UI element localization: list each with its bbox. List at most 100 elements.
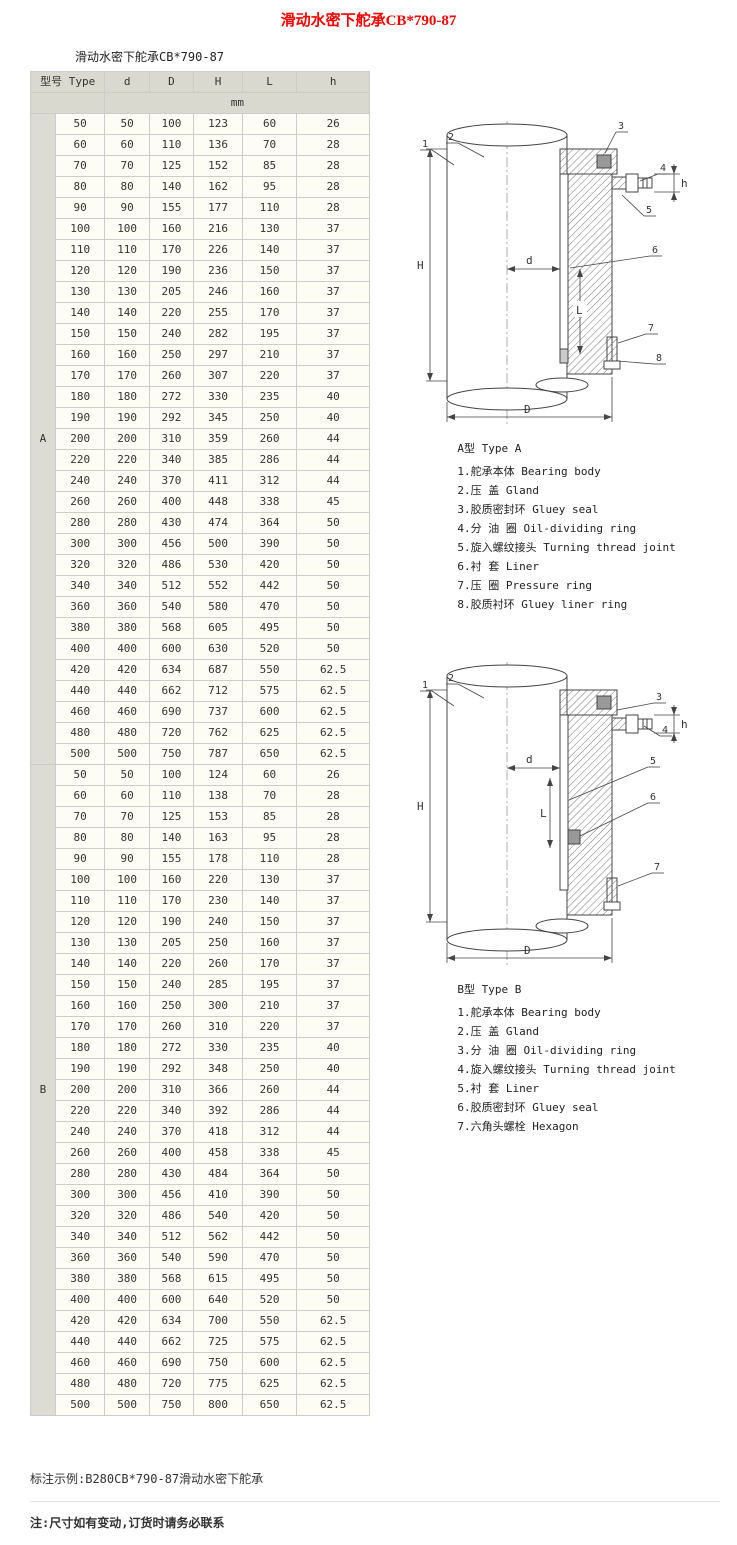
spec-cell: 200 bbox=[54, 428, 106, 450]
spec-cell: 100 bbox=[54, 869, 106, 891]
spec-cell: 37 bbox=[295, 995, 371, 1017]
spec-cell: 125 bbox=[148, 155, 195, 177]
legend-item: 3.分 油 圈 Oil-dividing ring bbox=[457, 1044, 637, 1057]
spec-cell: 50 bbox=[54, 113, 106, 135]
spec-cell: 155 bbox=[148, 848, 195, 870]
spec-cell: 787 bbox=[193, 743, 244, 765]
spec-cell: 310 bbox=[193, 1016, 244, 1038]
spec-cell: 216 bbox=[193, 218, 244, 240]
spec-cell: 418 bbox=[193, 1121, 244, 1143]
spec-cell: 420 bbox=[242, 554, 297, 576]
spec-cell: 484 bbox=[193, 1163, 244, 1185]
spec-cell: 340 bbox=[104, 1226, 150, 1248]
spec-cell: 400 bbox=[148, 1142, 195, 1164]
spec-cell: 235 bbox=[242, 1037, 297, 1059]
spec-cell: 260 bbox=[54, 1142, 106, 1164]
spec-cell: 340 bbox=[148, 449, 195, 471]
spec-cell: 50 bbox=[295, 533, 371, 555]
spec-cell: 366 bbox=[193, 1079, 244, 1101]
spec-cell: 690 bbox=[148, 1352, 195, 1374]
spec-cell: 530 bbox=[193, 554, 244, 576]
spec-cell: 737 bbox=[193, 701, 244, 723]
spec-cell: 600 bbox=[242, 1352, 297, 1374]
spec-cell: 178 bbox=[193, 848, 244, 870]
spec-cell: 70 bbox=[242, 134, 297, 156]
spec-cell: 520 bbox=[242, 1289, 297, 1311]
legend-a-caption: A型 Type A bbox=[457, 442, 522, 455]
spec-cell: 180 bbox=[104, 1037, 150, 1059]
spec-cell: 50 bbox=[295, 1247, 371, 1269]
unit-row: mm bbox=[29, 92, 371, 114]
spec-cell: 110 bbox=[54, 890, 106, 912]
dim-h-label: h bbox=[681, 177, 688, 190]
spec-cell: 62.5 bbox=[295, 1331, 371, 1353]
spec-cell: 40 bbox=[295, 407, 371, 429]
note-contact: 注:尺寸如有变动,订货时请务必联系 bbox=[30, 1501, 720, 1541]
spec-cell: 140 bbox=[242, 239, 297, 261]
spec-cell: 62.5 bbox=[295, 1310, 371, 1332]
spec-cell: 260 bbox=[242, 428, 297, 450]
spec-cell: 320 bbox=[54, 554, 106, 576]
spec-cell: 120 bbox=[54, 260, 106, 282]
spec-cell: 150 bbox=[54, 323, 106, 345]
dim-d-label: d bbox=[526, 753, 533, 766]
spec-cell: 360 bbox=[54, 1247, 106, 1269]
spec-cell: 140 bbox=[148, 827, 195, 849]
spec-cell: 552 bbox=[193, 575, 244, 597]
spec-cell: 26 bbox=[295, 113, 371, 135]
spec-cell: 240 bbox=[104, 470, 150, 492]
spec-cell: 150 bbox=[104, 323, 150, 345]
spec-cell: 246 bbox=[193, 281, 244, 303]
spec-cell: 280 bbox=[104, 512, 150, 534]
spec-cell: 280 bbox=[54, 1163, 106, 1185]
spec-cell: 359 bbox=[193, 428, 244, 450]
spec-cell: 460 bbox=[54, 701, 106, 723]
spec-cell: 90 bbox=[54, 197, 106, 219]
spec-cell: 520 bbox=[242, 638, 297, 660]
spec-cell: 190 bbox=[104, 1058, 150, 1080]
spec-cell: 160 bbox=[104, 995, 150, 1017]
legend-item: 7.六角头螺栓 Hexagon bbox=[457, 1120, 579, 1133]
legend-b-caption: B型 Type B bbox=[457, 983, 522, 996]
spec-cell: 568 bbox=[148, 617, 195, 639]
spec-cell: 37 bbox=[295, 260, 371, 282]
spec-cell: 138 bbox=[193, 785, 244, 807]
spec-cell: 634 bbox=[148, 1310, 195, 1332]
spec-cell: 60 bbox=[242, 764, 297, 786]
spec-cell: 62.5 bbox=[295, 680, 371, 702]
spec-cell: 480 bbox=[104, 722, 150, 744]
spec-cell: 110 bbox=[54, 239, 106, 261]
spec-cell: 190 bbox=[104, 407, 150, 429]
spec-cell: 26 bbox=[295, 764, 371, 786]
spec-cell: 140 bbox=[104, 302, 150, 324]
spec-cell: 550 bbox=[242, 1310, 297, 1332]
spec-cell: 45 bbox=[295, 491, 371, 513]
spec-cell: 285 bbox=[193, 974, 244, 996]
callouts-a: 1 2 3 4 5 6 7 8 bbox=[420, 121, 671, 365]
spec-cell: 390 bbox=[242, 1184, 297, 1206]
spec-cell: 370 bbox=[148, 1121, 195, 1143]
spec-cell: 280 bbox=[54, 512, 106, 534]
spec-cell: 100 bbox=[148, 113, 195, 135]
spec-cell: 540 bbox=[148, 596, 195, 618]
spec-cell: 50 bbox=[104, 113, 150, 135]
spec-cell: 37 bbox=[295, 953, 371, 975]
spec-cell: 180 bbox=[54, 1037, 106, 1059]
spec-cell: 220 bbox=[148, 953, 195, 975]
spec-cell: 250 bbox=[148, 995, 195, 1017]
spec-cell: 140 bbox=[54, 302, 106, 324]
spec-cell: 458 bbox=[193, 1142, 244, 1164]
